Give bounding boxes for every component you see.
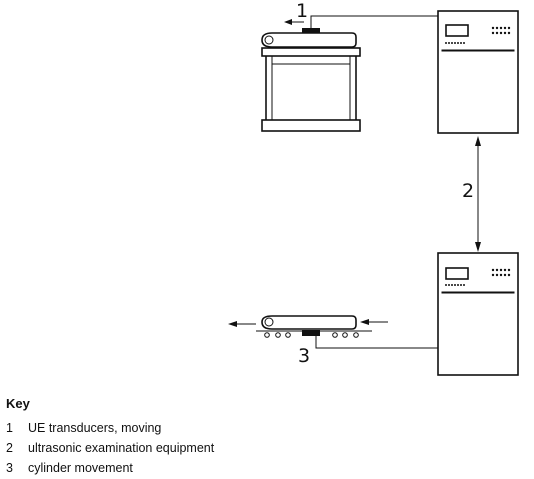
- cylinder-on-rollers: [256, 315, 372, 338]
- callout-1-leader: [284, 19, 304, 25]
- ue-equipment-cabinet-bottom: [437, 252, 519, 376]
- callout-3: 3: [298, 345, 310, 367]
- key-title: Key: [6, 396, 30, 411]
- movement-arrow-right: [360, 319, 388, 325]
- button-grid-bottom: [445, 268, 511, 286]
- movement-arrow-left: [228, 321, 256, 327]
- transducer-bottom: [302, 330, 320, 336]
- display-screen-bottom: [445, 267, 469, 280]
- callout-2: 2: [462, 180, 474, 202]
- key-item-text: ultrasonic examination equipment: [28, 441, 215, 455]
- equipment-diagram: 1 2 3: [228, 0, 519, 376]
- key-item-number: 2: [6, 441, 13, 455]
- cable-top: [310, 15, 438, 28]
- key-item-number: 3: [6, 461, 13, 475]
- key-item: 1 UE transducers, moving: [6, 418, 406, 438]
- test-frame-top: [261, 28, 361, 132]
- key-item: 3 cylinder movement: [6, 458, 406, 478]
- transducer-top: [302, 28, 320, 33]
- key-item-text: cylinder movement: [28, 461, 133, 475]
- cable-bottom: [315, 336, 438, 349]
- key-legend: Key 1 UE transducers, moving 2 ultrasoni…: [6, 396, 406, 478]
- button-grid-top: [445, 26, 511, 44]
- key-item-number: 1: [6, 421, 13, 435]
- ue-equipment-cabinet-top: [437, 10, 519, 134]
- key-item: 2 ultrasonic examination equipment: [6, 438, 406, 458]
- display-screen-top: [445, 24, 469, 37]
- data-link-double-arrow: [475, 136, 481, 252]
- key-item-text: UE transducers, moving: [28, 421, 162, 435]
- callout-1: 1: [296, 0, 308, 22]
